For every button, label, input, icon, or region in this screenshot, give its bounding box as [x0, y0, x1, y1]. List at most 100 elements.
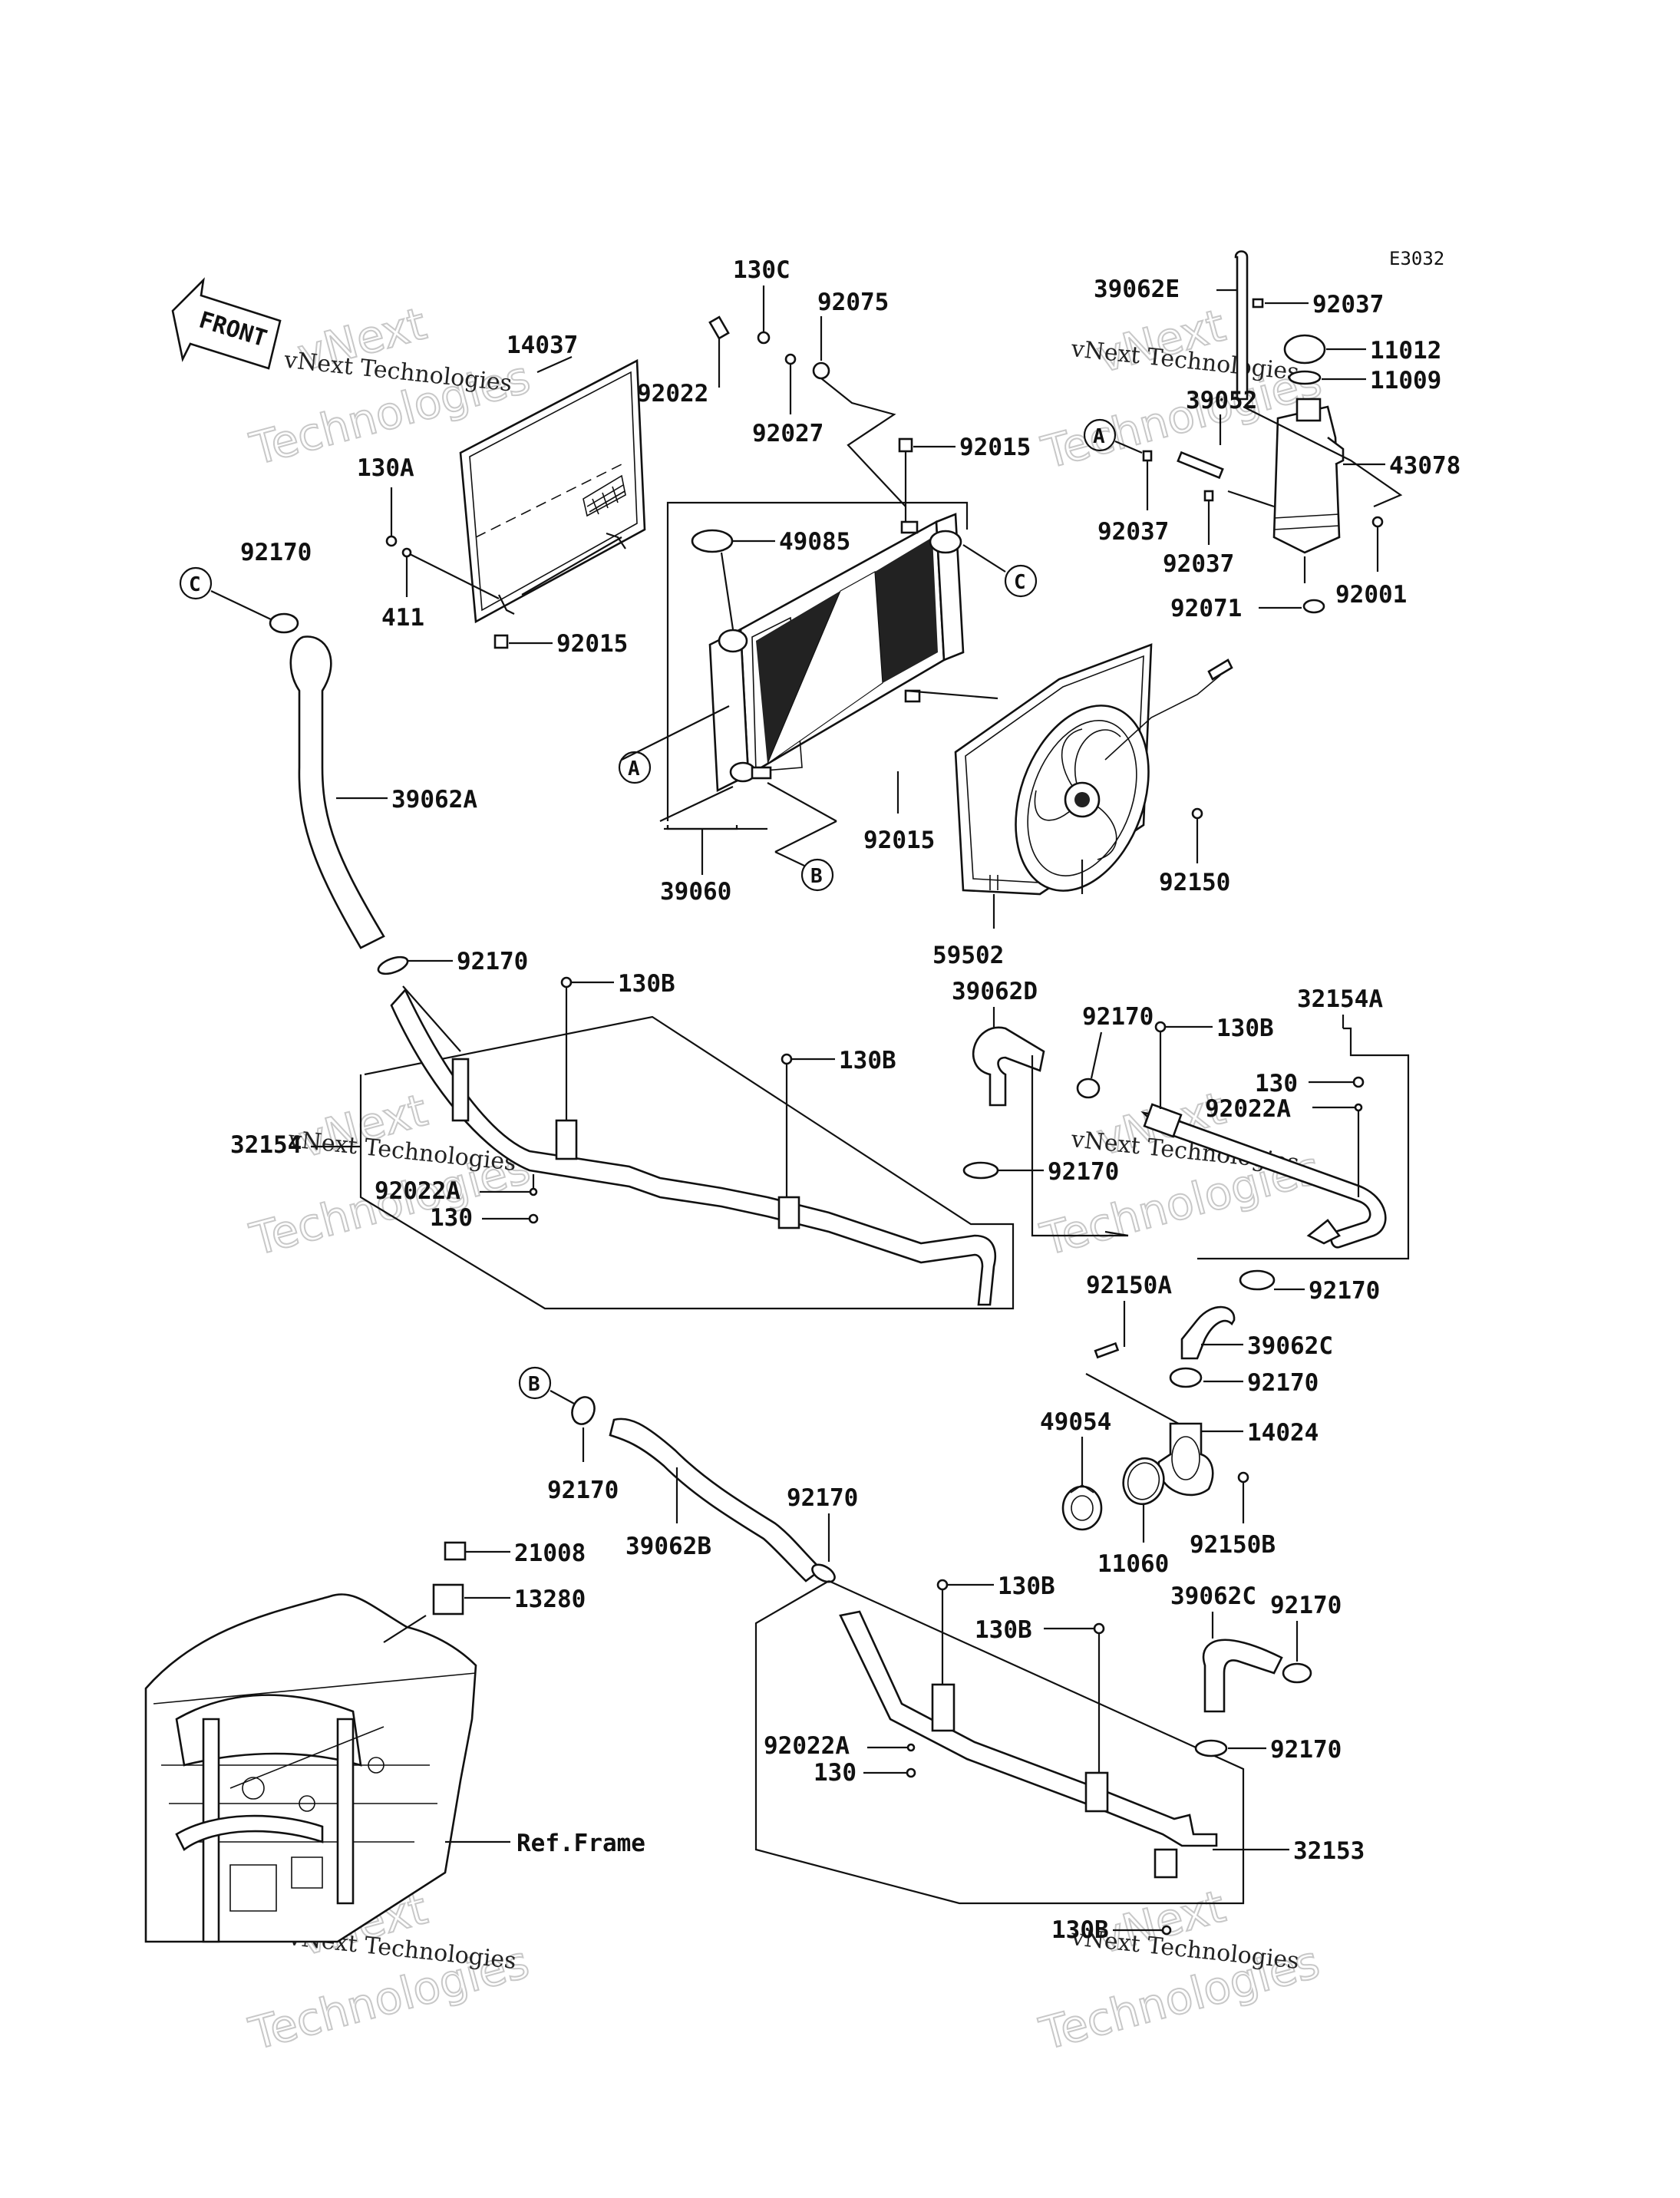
- cooling-fan: [954, 643, 1233, 896]
- label-39060: 39060: [660, 878, 731, 906]
- label-130B-6: 130B: [1051, 1916, 1109, 1944]
- label-92150B: 92150B: [1190, 1531, 1276, 1559]
- radiator-cap-49085: [691, 529, 734, 553]
- clamp-92170-d: [1239, 1269, 1276, 1291]
- label-92170-c: 92170: [1048, 1158, 1119, 1186]
- ref-marker-a-tank: [1083, 418, 1117, 452]
- gasket-11009: [1288, 370, 1322, 385]
- pipe-39052: [1177, 450, 1224, 480]
- clamp-92170-e: [1169, 1367, 1203, 1388]
- label-92170-b: 92170: [1082, 1003, 1154, 1031]
- label-32154: 32154: [230, 1131, 302, 1159]
- mesh-patch: [583, 474, 626, 517]
- bolt-92150B: [1237, 1471, 1249, 1483]
- vehicle-frame: [144, 1593, 477, 1943]
- label-32154A: 32154A: [1297, 985, 1383, 1013]
- nut-92075: [812, 361, 830, 380]
- hose-39062D: [972, 1026, 1045, 1107]
- washer-92022A-2: [1354, 1103, 1363, 1112]
- label-92022: 92022: [637, 380, 708, 408]
- label-39062B: 39062B: [625, 1533, 711, 1560]
- label-14024: 14024: [1247, 1419, 1319, 1447]
- pipe-32154A: [1140, 1111, 1387, 1249]
- label-130B-3: 130B: [1216, 1015, 1274, 1042]
- label-11009: 11009: [1370, 367, 1441, 394]
- bolt-130A: [385, 535, 398, 547]
- label-130A: 130A: [357, 454, 414, 482]
- tank-cap-11012: [1283, 334, 1326, 365]
- watermark-mid-left: vNext Technologies vNext Technologies: [244, 1083, 536, 1266]
- clip-21008: [444, 1541, 467, 1561]
- hose-39062A: [289, 635, 385, 949]
- label-130-3: 130: [814, 1759, 857, 1787]
- label-92037-b: 92037: [1163, 550, 1234, 578]
- collar-92027: [784, 353, 797, 365]
- overflow-hose-39062E: [1234, 250, 1249, 401]
- radiator-filler-neck: [718, 629, 748, 653]
- label-92037-top: 92037: [1312, 291, 1384, 318]
- ref-marker-a-rad: [618, 751, 652, 784]
- clamp-92170-c: [962, 1161, 999, 1180]
- hose-39062B: [609, 1417, 823, 1582]
- label-92022A-2: 92022A: [1205, 1095, 1291, 1123]
- label-130B-1: 130B: [618, 970, 675, 998]
- label-ref-frame: Ref.Frame: [517, 1830, 645, 1857]
- label-92001: 92001: [1335, 581, 1407, 609]
- hose-39062C-1: [1180, 1305, 1236, 1360]
- clamp-92170-g: [811, 1563, 836, 1583]
- bolt-130-3: [906, 1767, 916, 1778]
- gasket-11060: [1122, 1457, 1165, 1506]
- label-92071: 92071: [1170, 595, 1242, 622]
- housing-14024: [1157, 1422, 1214, 1497]
- reserve-tank: [1272, 398, 1345, 554]
- bolt-130B-4: [936, 1579, 949, 1591]
- bolt-92001: [1371, 516, 1384, 528]
- label-92170-e: 92170: [1247, 1369, 1319, 1397]
- bracket-32153-b: [1084, 1771, 1109, 1813]
- label-130B-4: 130B: [998, 1573, 1055, 1600]
- clamp-92037-b: [1203, 490, 1214, 502]
- bolt-130-1: [528, 1213, 539, 1224]
- ref-marker-b-lower: [518, 1366, 552, 1400]
- pipe-32154-outline: [359, 1015, 1015, 1310]
- label-39062D: 39062D: [952, 978, 1038, 1005]
- radiator: [708, 513, 965, 793]
- label-92022A-1: 92022A: [375, 1177, 460, 1205]
- label-92015-mid: 92015: [863, 827, 935, 854]
- pipe-32154: [390, 988, 997, 1306]
- label-13280: 13280: [514, 1586, 586, 1613]
- label-11012: 11012: [1370, 337, 1441, 365]
- ref-c-left-text: C: [189, 573, 201, 596]
- clip-92015-grill: [493, 634, 509, 649]
- clamp-92170-h: [1282, 1662, 1312, 1684]
- label-411: 411: [381, 604, 424, 632]
- bracket-13280: [432, 1583, 464, 1615]
- label-92022A-3: 92022A: [764, 1732, 850, 1760]
- label-11060: 11060: [1097, 1550, 1169, 1578]
- label-92170-i: 92170: [1270, 1736, 1342, 1764]
- ref-a-rad-text: A: [628, 757, 640, 781]
- label-130B-2: 130B: [839, 1047, 896, 1074]
- washer-130C: [757, 331, 771, 345]
- label-39052: 39052: [1186, 387, 1257, 414]
- ref-b-rad-text: B: [810, 865, 823, 888]
- label-130B-5: 130B: [975, 1616, 1032, 1644]
- diagram-code: E3032: [1389, 248, 1444, 269]
- bolt-92150A: [1094, 1342, 1120, 1359]
- label-92170-d: 92170: [1309, 1277, 1380, 1305]
- label-21008: 21008: [514, 1540, 586, 1567]
- washer-92022A-3: [906, 1743, 916, 1752]
- pipe-32153: [839, 1610, 1218, 1847]
- label-39062A: 39062A: [391, 786, 477, 814]
- hose-39062C-2: [1202, 1639, 1283, 1713]
- bolt-130B-1: [560, 976, 573, 988]
- label-92027: 92027: [752, 420, 823, 447]
- thermostat-49054: [1061, 1484, 1103, 1531]
- bracket-32154-b: [777, 1196, 800, 1229]
- hose-end-32154A: [1306, 1219, 1341, 1245]
- clamp-92170-f: [571, 1396, 596, 1425]
- label-39062C-1: 39062C: [1247, 1332, 1333, 1360]
- label-92170-h: 92170: [1270, 1592, 1342, 1619]
- label-32153: 32153: [1293, 1837, 1365, 1865]
